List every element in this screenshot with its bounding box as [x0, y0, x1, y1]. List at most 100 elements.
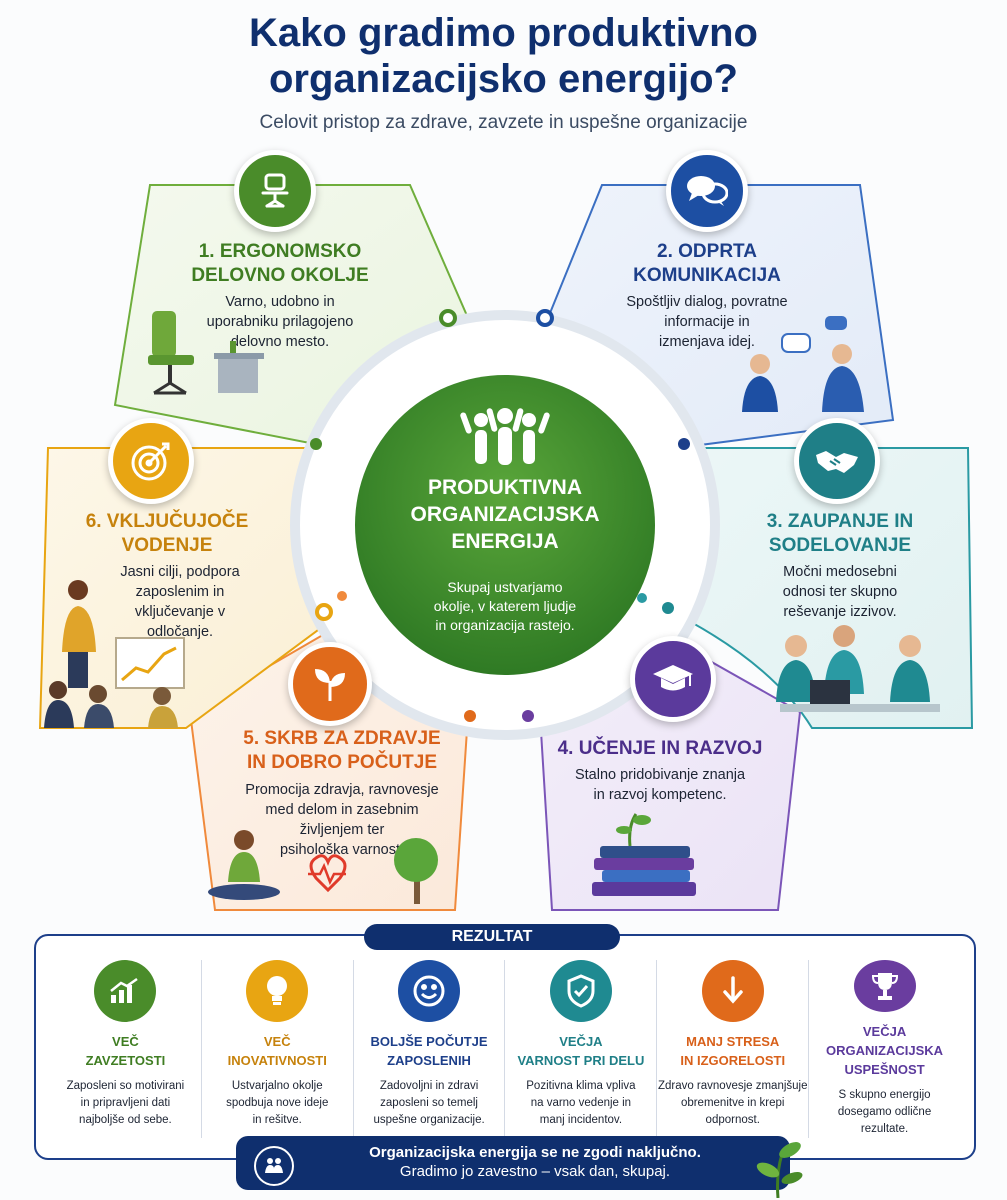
footer-message: Organizacijska energija se ne zgodi nakl… — [300, 1143, 770, 1181]
pillar-5-heading-line-1: 5. SKRB ZA ZDRAVJE — [243, 728, 441, 749]
result-desc-line: obremenitve in krepi — [680, 1097, 785, 1109]
center-circle — [355, 375, 655, 675]
result-item: VEČJA ORGANIZACIJSKA USPEŠNOST S skupno en… — [809, 960, 960, 1138]
result-title-line: VEČJA — [862, 1024, 907, 1039]
chair-desk-illustration — [148, 311, 264, 395]
result-title: VEČJA ORGANIZACIJSKA USPEŠNOST — [826, 1022, 943, 1079]
pillar-6-description: Jasni cilji, podpora zaposlenim in vklju… — [95, 562, 265, 642]
divider — [656, 960, 658, 1138]
result-desc-line: najboljše od sebe. — [79, 1114, 172, 1126]
pillar-1-heading-line-2: DELOVNO OKOLJE — [191, 265, 369, 286]
result-title: VEČJA VARNOST PRI DELU — [517, 1032, 644, 1070]
result-desc-line: spodbuja nove ideje — [226, 1097, 329, 1109]
page-title: Kako gradimo produktivno organizacijsko … — [0, 10, 1007, 102]
pillar-5-heading: 5. SKRB ZA ZDRAVJE IN DOBRO POČUTJE — [212, 727, 472, 775]
pillar-1-desc-line-1: Varno, udobno in — [225, 294, 335, 310]
pillar-5-heading-line-2: IN DOBRO POČUTJE — [246, 752, 438, 773]
result-desc-line: Ustvarjalno okolje — [231, 1080, 323, 1092]
growth-chart-icon — [94, 960, 157, 1022]
pillar-6-desc-line-4: odločanje. — [146, 624, 214, 640]
center-desc-line-1: Skupaj ustvarjamo — [447, 579, 563, 595]
result-title-line: ZAPOSLENIH — [387, 1053, 471, 1068]
footer-line-2: Gradimo jo zavestno – vsak dan, skupaj. — [399, 1163, 671, 1180]
subtitle: Celovit pristop za zdrave, zavzete in us… — [259, 112, 748, 133]
result-desc: Pozitivna klima vpliva na varno vedenje i… — [526, 1078, 635, 1129]
result-desc: Zaposleni so motivirani in pripravljeni d… — [67, 1078, 185, 1129]
result-title-line: VEČ — [112, 1034, 139, 1049]
people-heart-icon — [254, 1146, 294, 1186]
trophy-icon — [853, 960, 916, 1012]
footer-line-1: Organizacijska energija se ne zgodi nakl… — [369, 1144, 701, 1161]
result-title-line: ORGANIZACIJSKA — [826, 1043, 944, 1058]
leaf-icon — [288, 642, 372, 726]
pillar-4-heading: 4. UČENJE IN RAZVOJ — [540, 737, 780, 761]
result-desc-line: Zdravo ravnovesje zmanjšuje — [657, 1080, 808, 1092]
result-desc-line: uspešne organizacije. — [373, 1114, 485, 1126]
result-title-line: ZAVZETOSTI — [85, 1053, 166, 1068]
pillar-4-heading-line-1: 4. UČENJE IN RAZVOJ — [557, 738, 763, 759]
chat-bubbles-icon — [666, 150, 748, 232]
pillar-3-desc-line-1: Močni medosebni — [783, 564, 897, 580]
result-title-line: INOVATIVNOSTI — [227, 1053, 327, 1068]
pillar-5-desc-line-1: Promocija zdravja, ravnovesje — [245, 782, 439, 798]
lightbulb-icon — [246, 960, 309, 1022]
smiley-icon — [398, 960, 461, 1022]
result-desc-line: Zaposleni so motivirani — [66, 1080, 185, 1092]
teamwork-illustration — [776, 625, 940, 712]
plant-decoration-icon — [756, 1142, 803, 1198]
pillar-3-desc-line-2: odnosi ter skupno — [782, 584, 898, 600]
pillar-5-description: Promocija zdravja, ravnovesje med delom … — [212, 780, 472, 860]
result-desc-line: Pozitivna klima vpliva — [526, 1080, 636, 1092]
pillar-2-description: Spoštljiv dialog, povratne informacije i… — [592, 292, 822, 352]
result-desc-line: in pripravljeni dati — [80, 1097, 171, 1109]
pillar-2-desc-line-3: izmenjava idej. — [659, 334, 755, 350]
pillar-2-desc-line-2: informacije in — [664, 314, 750, 330]
result-desc-line: in rešitve. — [252, 1114, 302, 1126]
result-desc: Zdravo ravnovesje zmanjšuje obremenitve i… — [658, 1078, 808, 1129]
result-title-line: USPEŠNOST — [844, 1062, 925, 1077]
center-title-line-3: ENERGIJA — [451, 530, 559, 553]
footer-banner — [236, 1136, 790, 1190]
result-title-line: VARNOST PRI DELU — [517, 1053, 645, 1068]
result-title-line: MANJ STRESA — [686, 1034, 780, 1049]
office-chair-icon — [234, 150, 316, 232]
pillar-5-desc-line-3: življenjem ter — [299, 822, 385, 838]
pillar-5-desc-line-4: psihološka varnost. — [279, 842, 405, 858]
result-desc-line: odpornost. — [705, 1114, 760, 1126]
center-title-line-1: PRODUKTIVNA — [427, 476, 582, 499]
pillar-6-heading: 6. VKLJUČUJOČE VODENJE — [62, 510, 272, 558]
pillar-6-heading-line-1: 6. VKLJUČUJOČE — [85, 511, 249, 532]
divider — [352, 960, 354, 1138]
center-title: PRODUKTIVNA ORGANIZACIJSKA ENERGIJA — [380, 474, 630, 555]
result-desc-line: rezultate. — [860, 1123, 909, 1135]
result-item: VEČ ZAVZETOSTI Zaposleni so motivirani in … — [50, 960, 201, 1138]
pillar-6-desc-line-3: vključevanje v — [134, 604, 226, 620]
divider — [808, 960, 810, 1138]
result-title-line: VEČJA — [559, 1034, 603, 1049]
books-plant-illustration — [592, 813, 696, 896]
arrow-down-icon — [701, 960, 764, 1022]
center-description: Skupaj ustvarjamo okolje, v katerem ljud… — [395, 578, 615, 635]
shield-check-icon — [549, 960, 612, 1022]
result-item: VEČJA VARNOST PRI DELU Pozitivna klima vp… — [505, 960, 656, 1138]
center-title-line-2: ORGANIZACIJSKA — [410, 503, 600, 526]
title-line-2: organizacijsko energijo? — [268, 57, 738, 101]
pillar-3-heading-line-2: SODELOVANJE — [768, 535, 912, 556]
handshake-icon — [794, 418, 880, 504]
results-row: VEČ ZAVZETOSTI Zaposleni so motivirani in … — [50, 960, 960, 1138]
pillar-4-description: Stalno pridobivanje znanja in razvoj kom… — [550, 765, 770, 805]
pillar-2-heading: 2. ODPRTA KOMUNIKACIJA — [592, 240, 822, 288]
center-people-icon — [405, 408, 605, 473]
pillar-1-heading: 1. ERGONOMSKO DELOVNO OKOLJE — [165, 240, 395, 288]
result-desc-line: na varno vedenje in — [530, 1097, 632, 1109]
pillar-4-desc-line-2: in razvoj kompetenc. — [593, 787, 727, 803]
pillar-1-heading-line-1: 1. ERGONOMSKO — [198, 241, 362, 262]
